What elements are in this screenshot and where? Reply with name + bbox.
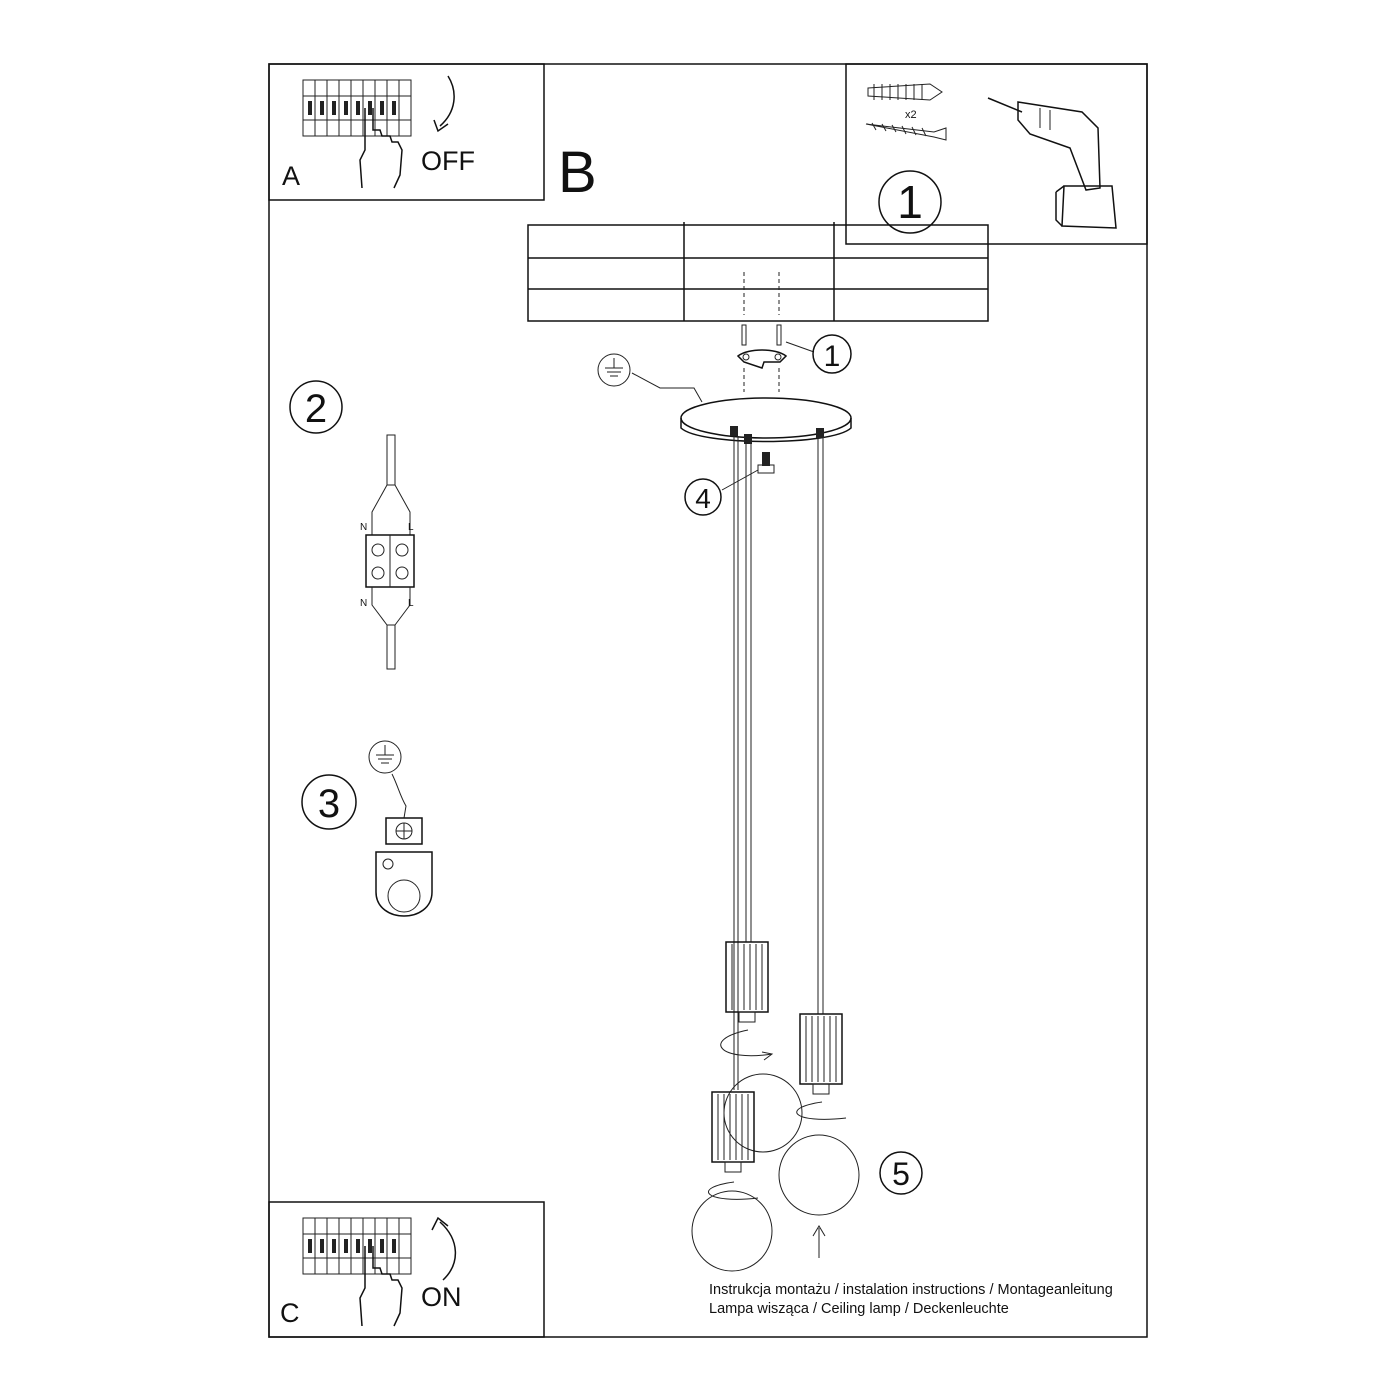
panel-a: OFF A	[268, 63, 545, 201]
sheet-frame	[268, 63, 1148, 1338]
glass-globe	[778, 1134, 860, 1216]
hand-icon	[359, 108, 403, 189]
ground-wire	[631, 372, 703, 403]
step-1-badge	[878, 170, 942, 234]
step-5-badge	[879, 1151, 923, 1195]
lamp-holder	[799, 1013, 843, 1095]
arrow-up-icon	[431, 1216, 457, 1281]
quantity-label: x2	[905, 109, 917, 121]
panel-b-letter: B	[558, 140, 597, 205]
breaker-box-icon	[302, 79, 412, 137]
footer-product-type: Lampa wisząca / Ceiling lamp / Deckenleu…	[709, 1301, 1009, 1317]
panel-tools: x2 1	[845, 63, 1148, 245]
leader-line	[785, 341, 815, 353]
step-3-number: 3	[318, 782, 340, 826]
arrow-up-icon	[812, 1225, 826, 1258]
ground-symbol-icon	[368, 740, 402, 774]
panel-c: ON C	[268, 1201, 545, 1338]
step-5-number: 5	[892, 1156, 910, 1192]
step-3-badge	[301, 774, 357, 830]
canopy	[680, 397, 852, 444]
set-screw-icon	[757, 452, 775, 474]
terminal-l-bottom: L	[408, 598, 414, 609]
pendant-cables	[733, 436, 824, 1090]
screw-icon	[865, 122, 947, 141]
ground-terminal	[375, 817, 433, 917]
step-1-bracket-badge	[812, 334, 852, 374]
terminal-n-top: N	[360, 522, 367, 533]
glass-globe	[691, 1190, 773, 1272]
on-label: ON	[421, 1282, 462, 1312]
step-1-number: 1	[897, 176, 923, 228]
hand-icon	[359, 1246, 403, 1327]
step-4-badge	[684, 478, 722, 516]
step-2-number: 2	[305, 387, 327, 431]
ground-wire	[391, 773, 407, 819]
drill-icon	[987, 97, 1117, 229]
arrow-down-icon	[433, 75, 455, 133]
off-label: OFF	[421, 146, 475, 176]
lamp-holder	[711, 1091, 755, 1173]
panel-a-letter: A	[282, 161, 300, 191]
terminal-block	[365, 434, 415, 670]
step-2-badge	[289, 380, 343, 434]
terminal-n-bottom: N	[360, 598, 367, 609]
leader-line	[721, 469, 759, 491]
ceiling-section	[527, 222, 989, 322]
step-1-bracket-number: 1	[824, 340, 841, 373]
ground-symbol-icon	[597, 353, 631, 387]
step-4-number: 4	[695, 483, 711, 514]
rotate-arrow-icon	[720, 1029, 774, 1061]
lamp-holder	[725, 941, 769, 1023]
breaker-box-icon	[302, 1217, 412, 1275]
wall-plug-icon	[867, 83, 943, 101]
terminal-l-top: L	[408, 522, 414, 533]
footer-instructions-title: Instrukcja montażu / instalation instruc…	[709, 1282, 1113, 1298]
rotate-arrow-icon	[708, 1181, 759, 1200]
rotate-arrow-icon	[796, 1101, 847, 1120]
mounting-bracket	[736, 324, 788, 392]
panel-c-letter: C	[280, 1298, 300, 1328]
